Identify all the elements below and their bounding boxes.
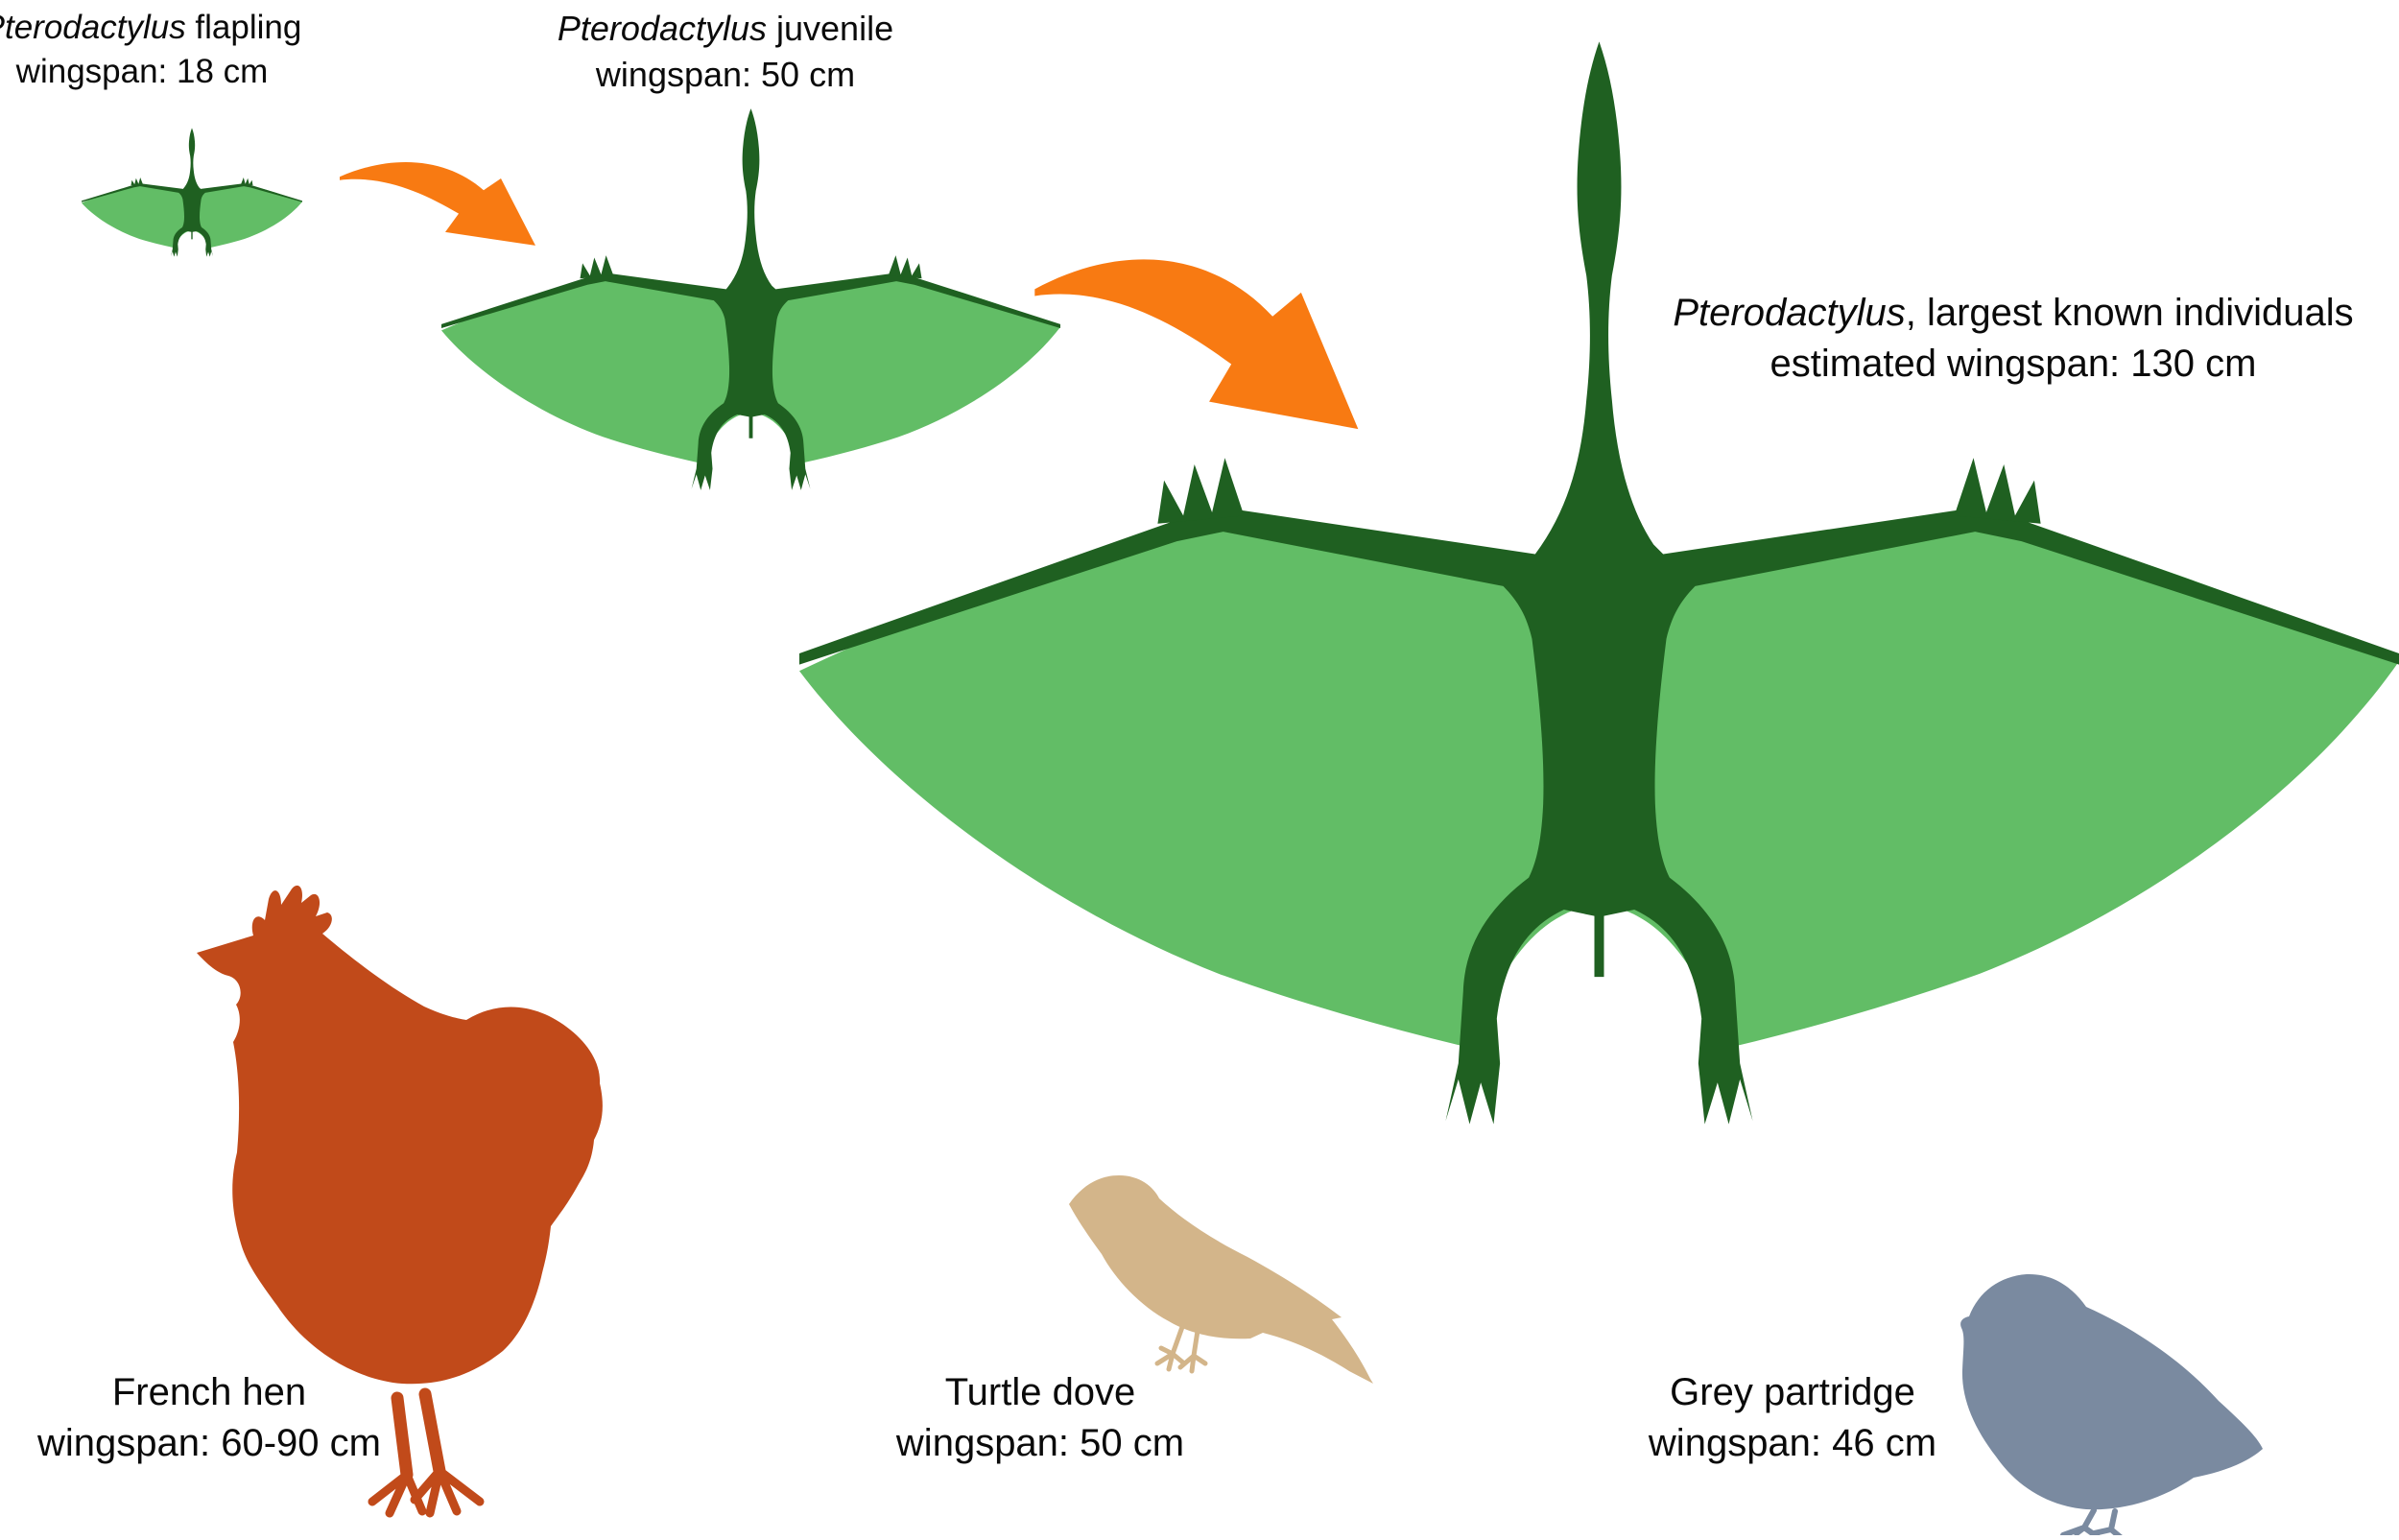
- turtle-dove-silhouette: [1069, 1175, 1373, 1384]
- specimen-label-flapling: Pterodactylus flapling wingspan: 18 cm: [0, 6, 301, 94]
- label-line2-wingspan: wingspan: 50 cm: [595, 54, 856, 94]
- label-line1: Grey partridge: [1649, 1367, 1936, 1418]
- specimen-label-juvenile: Pterodactylus juvenile wingspan: 50 cm: [558, 6, 893, 97]
- specimen-stage: juvenile: [767, 9, 894, 48]
- label-line1: Pterodactylus flapling: [0, 6, 301, 50]
- partridge-feet: [2060, 1507, 2123, 1535]
- label-line1: Turtle dove: [896, 1367, 1184, 1418]
- genus-name: Pterodactylus: [1673, 292, 1906, 334]
- specimen-name: Grey partridge: [1670, 1371, 1915, 1413]
- specimen-stage: , largest known individuals: [1905, 292, 2354, 334]
- pterosaur-largest-silhouette: [799, 41, 2399, 1125]
- hen-feet: [368, 1466, 485, 1518]
- specimen-label-largest: Pterodactylus, largest known individuals…: [1673, 288, 2353, 390]
- genus-name: Pterodactylus: [557, 9, 768, 48]
- dove-feet: [1154, 1324, 1208, 1374]
- specimen-name: Turtle dove: [944, 1371, 1136, 1413]
- pterosaur-juvenile-silhouette: [441, 108, 1060, 490]
- specimen-name: French hen: [111, 1371, 307, 1413]
- grey-partridge-silhouette: [1960, 1273, 2263, 1535]
- growth-arrow-large-icon: [1034, 259, 1359, 430]
- specimen-label-grey-partridge: Grey partridge wingspan: 46 cm: [1649, 1367, 1936, 1469]
- partridge-body: [1960, 1273, 2263, 1510]
- hen-legs: [391, 1387, 446, 1481]
- french-hen-silhouette: [197, 885, 603, 1518]
- label-line2-wingspan: estimated wingspan: 130 cm: [1770, 342, 2257, 385]
- label-line2-wingspan: wingspan: 18 cm: [15, 53, 269, 91]
- label-line1: French hen: [37, 1367, 381, 1418]
- genus-name: Pterodactylus: [0, 9, 186, 46]
- label-line1: Pterodactylus juvenile: [558, 6, 893, 52]
- specimen-label-french-hen: French hen wingspan: 60-90 cm: [37, 1367, 381, 1469]
- growth-arrow-small-icon: [340, 161, 535, 246]
- dove-body: [1069, 1175, 1373, 1384]
- label-line2-wingspan: wingspan: 60-90 cm: [37, 1421, 381, 1464]
- specimen-label-turtle-dove: Turtle dove wingspan: 50 cm: [896, 1367, 1184, 1469]
- hen-body: [197, 885, 603, 1385]
- label-line2-wingspan: wingspan: 46 cm: [1648, 1421, 1937, 1464]
- label-line1: Pterodactylus, largest known individuals: [1673, 288, 2353, 339]
- label-line2-wingspan: wingspan: 50 cm: [895, 1421, 1185, 1464]
- pterosaur-flapling-silhouette: [82, 128, 302, 257]
- specimen-stage: flapling: [185, 9, 302, 46]
